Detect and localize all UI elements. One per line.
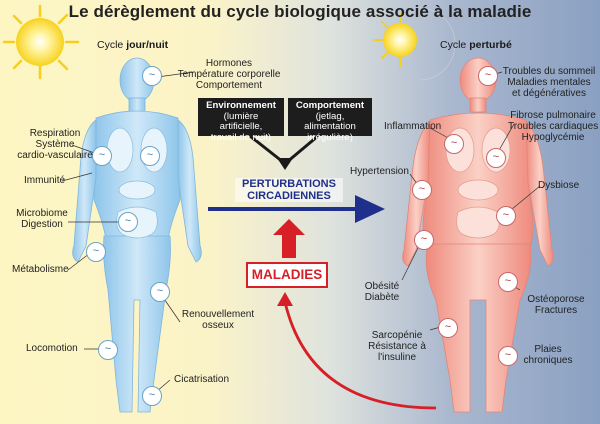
- convergence-arrowhead: [277, 158, 293, 170]
- label-immunite: Immunité: [24, 175, 66, 186]
- label-osteoporose-group: Ostéoporose Fractures: [527, 294, 585, 316]
- wave-icon: ~: [444, 134, 464, 154]
- label-locomotion: Locomotion: [26, 343, 78, 354]
- circadian-perturbations-label: PERTURBATIONS CIRCADIENNES: [235, 178, 343, 202]
- red-curved-arrowhead: [277, 292, 293, 306]
- wave-icon: ~: [98, 340, 118, 360]
- wave-icon: ~: [412, 180, 432, 200]
- behavior-box: Comportement (jetlag, alimentation irrég…: [288, 98, 372, 142]
- left-cycle-label: Cycle jour/nuit: [97, 39, 169, 51]
- page-title: Le dérèglement du cycle biologique assoc…: [68, 2, 532, 21]
- environment-box: Environnement (lumière artificielle, tra…: [198, 98, 284, 142]
- label-metabolisme: Métabolisme: [12, 264, 69, 275]
- sun-icon: [2, 4, 80, 80]
- blue-arrow: [208, 195, 385, 223]
- label-obesite-group: Obésité Diabète: [364, 281, 400, 303]
- label-respiration-group: Respiration Système cardio-vasculaire: [17, 128, 93, 161]
- label-renouvellement-group: Renouvellement osseux: [181, 309, 255, 331]
- wave-icon: ~: [140, 146, 160, 166]
- wave-icon: ~: [486, 148, 506, 168]
- wave-icon: ~: [86, 242, 106, 262]
- label-inflammation: Inflammation: [384, 121, 442, 132]
- wave-icon: ~: [498, 346, 518, 366]
- label-plaies-group: Plaies chroniques: [523, 344, 573, 366]
- wave-icon: ~: [142, 66, 162, 86]
- diseases-box: MALADIES: [246, 262, 328, 288]
- wave-icon: ~: [150, 282, 170, 302]
- label-hypertension: Hypertension: [350, 166, 409, 177]
- label-dysbiose: Dysbiose: [538, 180, 580, 191]
- label-sarcopenie-group: Sarcopénie Résistance à l'insuline: [368, 330, 426, 363]
- wave-icon: ~: [498, 272, 518, 292]
- wave-icon: ~: [92, 146, 112, 166]
- wave-icon: ~: [496, 206, 516, 226]
- label-sleep-group: Troubles du sommeil Maladies mentales et…: [502, 66, 596, 99]
- label-microbiome-group: Microbiome Digestion: [16, 208, 68, 230]
- convergence-arrow: [249, 134, 319, 164]
- wave-icon: ~: [118, 212, 138, 232]
- moon-icon: [373, 7, 456, 81]
- right-cycle-label: Cycle perturbé: [440, 39, 512, 51]
- wave-icon: ~: [438, 318, 458, 338]
- label-cicatrisation: Cicatrisation: [174, 374, 230, 385]
- wave-icon: ~: [142, 386, 162, 406]
- label-hormones-group: Hormones Température corporelle Comporte…: [177, 58, 281, 91]
- wave-icon: ~: [478, 66, 498, 86]
- red-curved-arrow: [283, 301, 437, 410]
- red-up-arrow: [273, 219, 305, 258]
- label-fibrose-group: Fibrose pulmonaire Troubles cardiaques H…: [508, 110, 599, 143]
- wave-icon: ~: [414, 230, 434, 250]
